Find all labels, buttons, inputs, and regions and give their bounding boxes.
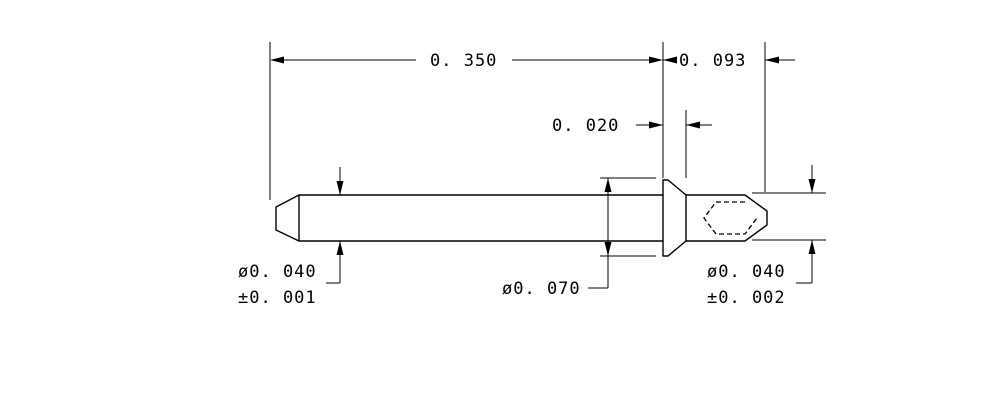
shank-tolerance-label: ±0. 001 (238, 288, 317, 308)
tip-diameter-label: ø0. 040 (707, 262, 786, 282)
dim-shank-diameter: ø0. 040 ±0. 001 (238, 167, 344, 308)
shank-body (275, 194, 664, 242)
dim-overall-length: 0. 350 (270, 51, 663, 71)
tip-length-label: 0. 093 (679, 51, 746, 71)
extension-lines (269, 42, 826, 257)
head-diameter-label: ø0. 070 (502, 279, 581, 299)
dim-head-diameter: ø0. 070 (502, 178, 612, 299)
tip-tolerance-label: ±0. 002 (707, 288, 786, 308)
drill-hole-hidden (703, 201, 758, 235)
tip-body (685, 194, 768, 242)
head-flange (662, 179, 687, 257)
overall-length-label: 0. 350 (430, 51, 497, 71)
dim-tip-length: 0. 093 (663, 51, 795, 71)
head-thickness-label: 0. 020 (552, 116, 619, 136)
dim-head-thickness: 0. 020 (552, 116, 712, 136)
shank-diameter-label: ø0. 040 (238, 262, 317, 282)
pin-outline (275, 179, 768, 257)
dim-tip-diameter: ø0. 040 ±0. 002 (707, 165, 816, 308)
